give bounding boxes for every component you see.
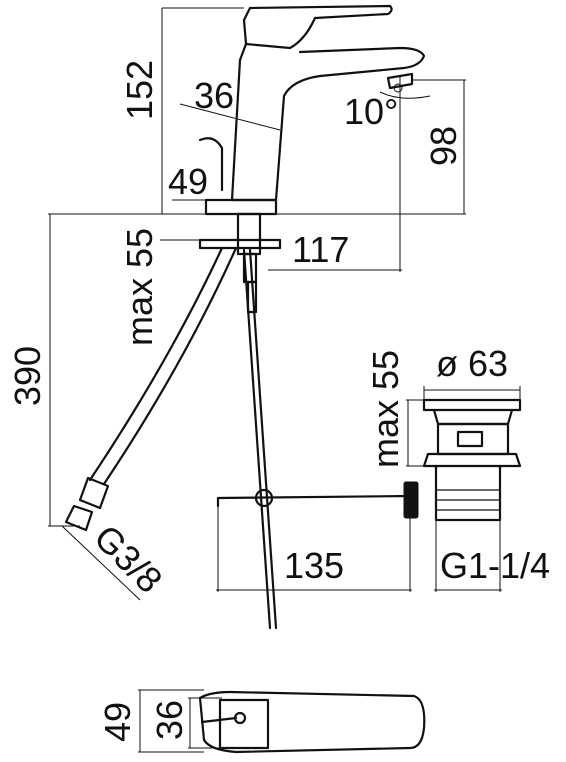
- label-49: 49: [168, 161, 208, 202]
- dimension-lines: [48, 7, 521, 753]
- label-max55-deck: max 55: [119, 228, 160, 346]
- flexible-hose: [64, 246, 238, 532]
- waste-assembly: [216, 398, 522, 522]
- top-view: [198, 690, 426, 754]
- label-top-36: 36: [149, 700, 190, 740]
- label-top-49: 49: [97, 702, 138, 742]
- faucet-body: [198, 4, 426, 216]
- label-36: 36: [194, 75, 234, 116]
- label-g1-1-4: G1-1/4: [440, 545, 550, 586]
- label-135: 135: [284, 545, 344, 586]
- label-98: 98: [423, 126, 464, 166]
- label-10deg: 10°: [344, 91, 398, 132]
- pop-up-rod: [242, 248, 278, 630]
- label-390: 390: [7, 346, 48, 406]
- label-max55-waste: max 55: [365, 350, 406, 468]
- label-152: 152: [119, 60, 160, 120]
- label-117: 117: [292, 229, 349, 270]
- label-g38: G3/8: [86, 517, 170, 601]
- label-dia63: ø 63: [436, 343, 508, 384]
